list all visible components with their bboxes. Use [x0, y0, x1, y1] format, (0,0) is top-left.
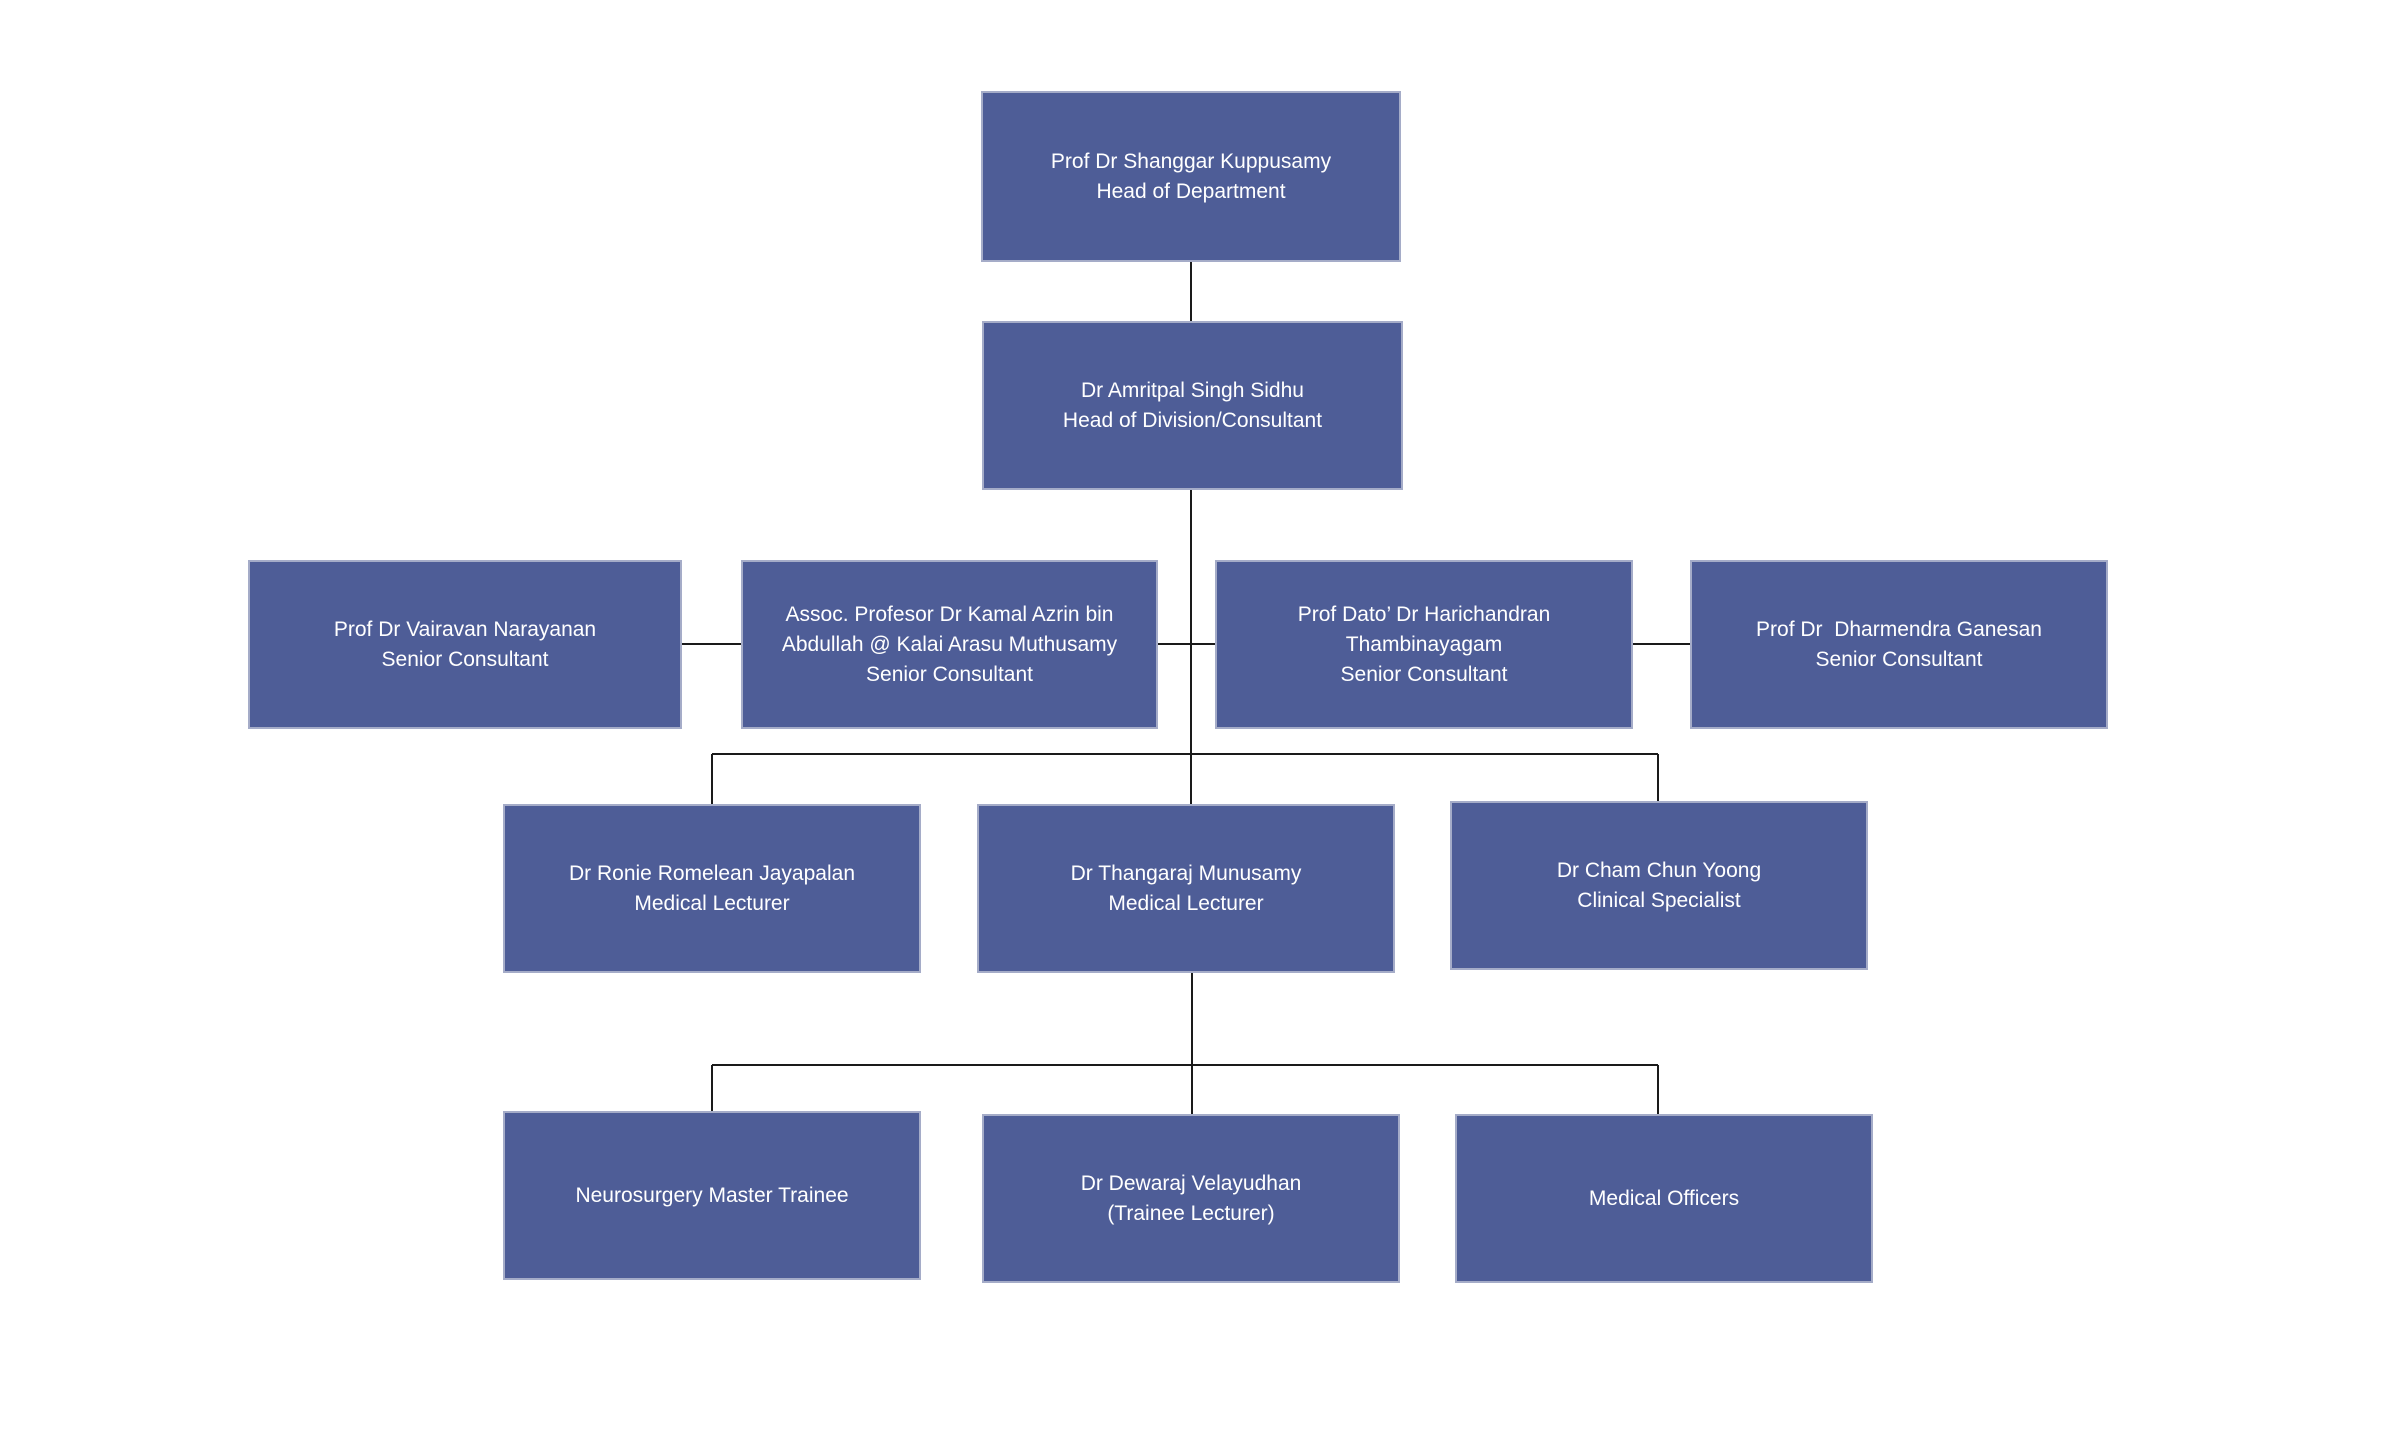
- node-medical-lecturer-ronie: Dr Ronie Romelean Jayapalan Medical Lect…: [503, 804, 921, 973]
- node-role: Senior Consultant: [866, 662, 1033, 686]
- node-senior-consultant-vairavan: Prof Dr Vairavan Narayanan Senior Consul…: [248, 560, 682, 729]
- node-role: Medical Lecturer: [634, 891, 790, 915]
- node-role: Clinical Specialist: [1577, 888, 1741, 912]
- node-name-line-1: Assoc. Profesor Dr Kamal Azrin bin: [785, 602, 1114, 626]
- node-role: Head of Division/Consultant: [1062, 408, 1323, 432]
- node-name: Dr Ronie Romelean Jayapalan: [569, 861, 855, 885]
- node-name-line-2: Abdullah @ Kalai Arasu Muthusamy: [781, 632, 1118, 656]
- node-medical-lecturer-thangaraj: Dr Thangaraj Munusamy Medical Lecturer: [977, 804, 1395, 973]
- node-name: Prof Dr Vairavan Narayanan: [333, 617, 597, 641]
- node-senior-consultant-harichandran: Prof Dato’ Dr Harichandran Thambinayagam…: [1215, 560, 1633, 729]
- node-role: Head of Department: [1096, 179, 1286, 203]
- node-name-line-1: Prof Dato’ Dr Harichandran: [1297, 602, 1551, 626]
- node-trainee-lecturer-dewaraj: Dr Dewaraj Velayudhan (Trainee Lecturer): [982, 1114, 1400, 1283]
- node-role: Senior Consultant: [381, 647, 549, 671]
- node-name: Dr Thangaraj Munusamy: [1070, 861, 1302, 885]
- node-name: Dr Amritpal Singh Sidhu: [1081, 378, 1304, 402]
- node-head-of-division: Dr Amritpal Singh Sidhu Head of Division…: [982, 321, 1403, 490]
- node-name: Prof Dr Shanggar Kuppusamy: [1050, 149, 1332, 173]
- node-clinical-specialist-cham: Dr Cham Chun Yoong Clinical Specialist: [1450, 801, 1868, 970]
- node-role: Medical Lecturer: [1108, 891, 1264, 915]
- node-name-line-2: Thambinayagam: [1345, 632, 1503, 656]
- node-medical-officers: Medical Officers: [1455, 1114, 1873, 1283]
- node-label: Neurosurgery Master Trainee: [575, 1183, 849, 1207]
- node-name: Dr Cham Chun Yoong: [1556, 858, 1762, 882]
- node-name: Dr Dewaraj Velayudhan: [1080, 1171, 1302, 1195]
- node-senior-consultant-dharmendra: Prof Dr Dharmendra Ganesan Senior Consul…: [1690, 560, 2108, 729]
- node-role: Senior Consultant: [1340, 662, 1508, 686]
- node-neurosurgery-master-trainee: Neurosurgery Master Trainee: [503, 1111, 921, 1280]
- node-label: Medical Officers: [1588, 1186, 1740, 1210]
- node-role: Senior Consultant: [1815, 647, 1983, 671]
- node-head-of-department: Prof Dr Shanggar Kuppusamy Head of Depar…: [981, 91, 1401, 262]
- node-name: Prof Dr Dharmendra Ganesan: [1756, 617, 2042, 641]
- node-senior-consultant-kamal: Assoc. Profesor Dr Kamal Azrin bin Abdul…: [741, 560, 1158, 729]
- node-role: (Trainee Lecturer): [1107, 1201, 1275, 1225]
